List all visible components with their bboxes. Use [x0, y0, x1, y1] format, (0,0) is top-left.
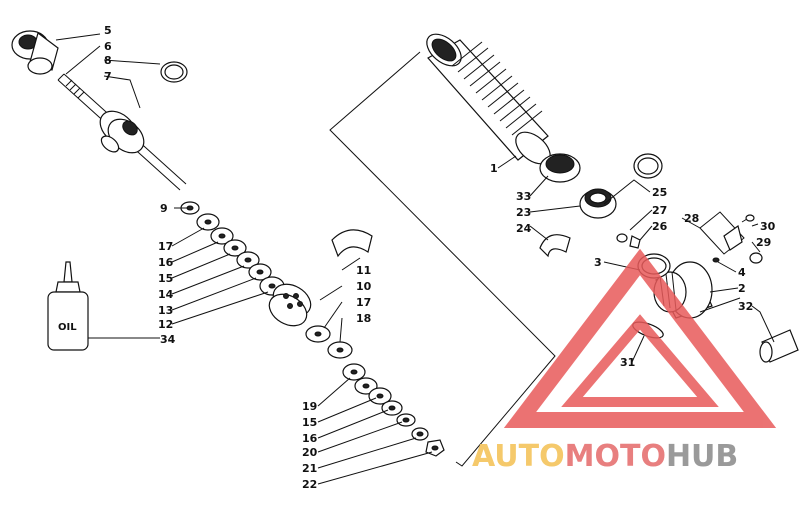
callout-29: 29: [756, 236, 771, 249]
callout-27: 27: [652, 204, 667, 217]
callout-2: 2: [738, 282, 746, 295]
assembly-bracket-line: [329, 51, 556, 467]
part-26-small-ring: [616, 233, 628, 243]
callout-21: 21: [302, 462, 317, 475]
callout-23: 23: [516, 206, 531, 219]
callout-18: 18: [356, 312, 371, 325]
left-washer-stack: [180, 201, 285, 296]
callout-34: 34: [160, 333, 176, 346]
callout-17: 17: [158, 240, 173, 253]
part-1-shock-body: [426, 33, 551, 165]
piston-group: [268, 229, 445, 457]
part-10-piston: [268, 283, 312, 327]
watermark-auto: AUTO: [472, 439, 565, 474]
watermark-logo: [503, 248, 777, 428]
callout-30: 30: [760, 220, 776, 233]
lower-washer-stack: [305, 325, 445, 457]
callout-15: 15: [158, 272, 173, 285]
callout-32: 32: [738, 300, 753, 313]
callout-20: 20: [302, 446, 318, 459]
callout-17b: 17: [356, 296, 371, 309]
watermark-hub: HUB: [666, 439, 738, 474]
shaft-assembly: [11, 30, 285, 296]
part-11-piston-ring: [331, 229, 373, 258]
callout-24: 24: [516, 222, 532, 235]
callout-33: 33: [516, 190, 531, 203]
part-27-valve: [629, 235, 641, 249]
watermark-moto: MOTO: [565, 439, 666, 474]
callout-11: 11: [356, 264, 371, 277]
callout-10: 10: [356, 280, 372, 293]
callout-7: 7: [104, 70, 112, 83]
part-5-mount-eye: [11, 30, 59, 75]
callout-15b: 15: [302, 416, 317, 429]
callout-12: 12: [158, 318, 173, 331]
watermark-triangle-icon: [503, 248, 777, 428]
callout-4: 4: [738, 266, 746, 279]
callout-13: 13: [158, 304, 173, 317]
callout-6: 6: [104, 40, 112, 53]
callout-5: 5: [104, 24, 112, 37]
callout-31: 31: [620, 356, 635, 369]
callout-3: 3: [594, 256, 602, 269]
part-32-bushing: [699, 297, 799, 363]
part-29-washer: [749, 252, 763, 264]
svg-text:AUTOMOTOHUB: AUTOMOTOHUB: [472, 439, 738, 474]
part-4-fitting: [712, 257, 720, 263]
leader-lines: [55, 33, 775, 485]
part-7-seal-head: [99, 110, 145, 154]
callout-16b: 16: [302, 432, 318, 445]
callout-25: 25: [652, 186, 667, 199]
part-23-bearing: [579, 188, 617, 219]
callout-28: 28: [684, 212, 699, 225]
part-25-o-ring: [633, 153, 663, 179]
callout-8: 8: [104, 54, 112, 67]
oil-bottle: OIL: [47, 261, 89, 351]
part-28-valve-assembly: [699, 211, 763, 264]
part-33-cap: [539, 153, 581, 183]
callout-16: 16: [158, 256, 174, 269]
callout-9: 9: [160, 202, 168, 215]
callout-1: 1: [490, 162, 498, 175]
callout-labels: 5 6 8 7 9 17 16 15 14 13 12 34 11 10 17 …: [104, 24, 776, 491]
oil-bottle-label: OIL: [58, 322, 77, 333]
callout-19: 19: [302, 400, 317, 413]
callout-26: 26: [652, 220, 668, 233]
callout-22: 22: [302, 478, 317, 491]
callout-14: 14: [158, 288, 174, 301]
